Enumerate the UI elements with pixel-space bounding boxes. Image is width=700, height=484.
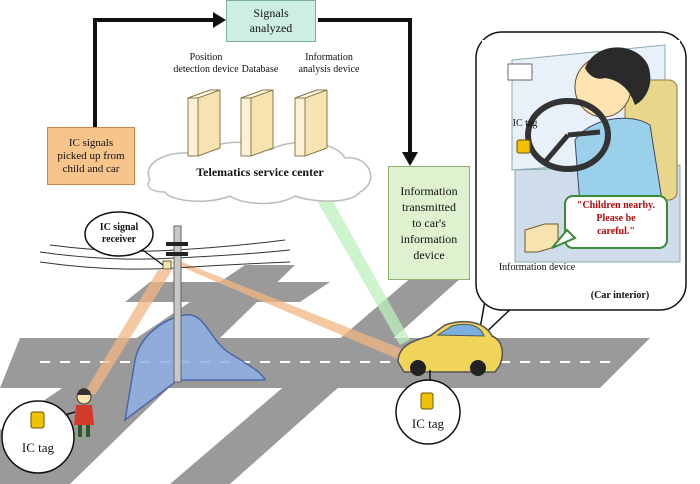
interior-ic-tag-label: IC tag [512, 118, 538, 129]
car-interior-bubble [475, 31, 687, 343]
car-icon [397, 320, 504, 386]
child-signal-beam [85, 270, 172, 395]
interior-ic-tag-icon [516, 139, 531, 154]
arrow-head-down [402, 152, 418, 166]
position-device-label: Position detection device [173, 52, 239, 75]
warning-message: "Children nearby. Please be careful." [576, 200, 656, 237]
server-boxes [187, 89, 328, 157]
car-ic-tag-circle [395, 379, 461, 445]
car-interior-caption: (Car interior) [590, 290, 650, 301]
car-ic-tag-icon [420, 392, 434, 410]
info-transmitted-box: Information transmitted to car's informa… [388, 166, 470, 280]
child-ic-tag-circle [1, 400, 75, 474]
info-transmitted-text: Information transmitted to car's informa… [400, 184, 458, 262]
flow-arrows [93, 12, 418, 166]
message-balloon [564, 195, 668, 249]
information-device-label: Information device [498, 262, 576, 273]
receiver-device [162, 260, 172, 270]
utility-pole [39, 225, 291, 383]
car-ic-tag-label: IC tag [411, 416, 445, 431]
signals-analyzed-text: Signals analyzed [249, 6, 293, 35]
ic-pickup-text: IC signals picked up from child and car [57, 136, 125, 175]
service-center-label: Telematics service center [196, 165, 324, 179]
receiver-callout [84, 211, 154, 257]
child-ic-tag-label: IC tag [21, 440, 55, 455]
driver-hair [585, 47, 651, 105]
child-icon [74, 388, 94, 437]
child-ic-tag-icon [30, 411, 45, 429]
wireless-beam [305, 178, 410, 345]
steering-wheel [525, 98, 611, 172]
analysis-device-label: Information analysis device [298, 52, 360, 75]
ic-pickup-box: IC signals picked up from child and car [47, 127, 135, 185]
signals-analyzed-box: Signals analyzed [226, 0, 316, 42]
database-label: Database [241, 64, 279, 75]
arrow-head-right [213, 12, 226, 28]
car-signal-beam [170, 262, 405, 360]
ic-receiver-label: IC signal receiver [99, 222, 139, 245]
coverage-area [123, 314, 267, 422]
